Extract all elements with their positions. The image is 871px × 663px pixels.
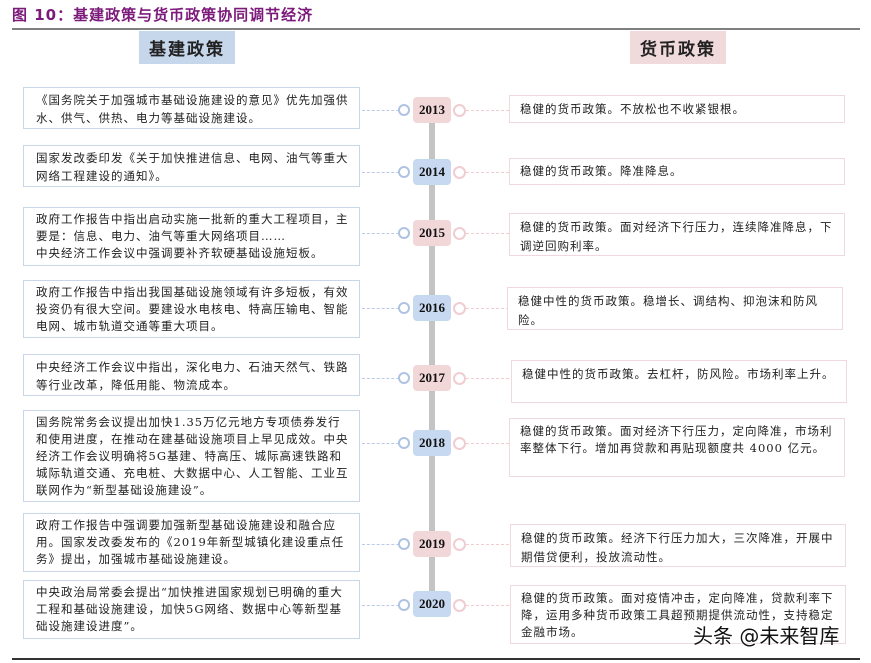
connector-right-2015 [466,233,509,234]
monetary-policy-heading: 货币政策 [630,31,726,64]
infrastructure-box-2016: 政府工作报告中指出我国基础设施领域有许多短板，有效投资仍有很大空间。要建设水电核… [23,280,360,338]
year-node-2016: 2016 [413,295,451,321]
ring-left-icon [398,437,410,449]
monetary-box-2014: 稳健的货币政策。降准降息。 [509,158,845,185]
ring-right-icon [453,437,466,450]
monetary-box-2017: 稳健中性的货币政策。去杠杆，防风险。市场利率上升。 [511,360,847,403]
infrastructure-box-2020: 中央政治局常委会提出“加快推进国家规划已明确的重大工程和基础设施建设，加快5G网… [23,580,360,639]
infrastructure-policy-heading: 基建政策 [139,31,235,64]
infrastructure-box-2015: 政府工作报告中指出启动实施一批新的重大工程项目，主要是：信息、电力、油气等重大网… [23,207,360,266]
connector-left-2020 [362,605,404,606]
figure-title: 图 10：基建政策与货币政策协同调节经济 [12,6,314,24]
ring-right-icon [453,227,466,240]
ring-left-icon [398,538,410,550]
ring-right-icon [453,104,466,117]
monetary-box-2018: 稳健的货币政策。面对经济下行压力，定向降准，市场利率整体下行。增加再贷款和再贴现… [509,418,845,477]
monetary-box-2020: 稳健的货币政策。面对疫情冲击，定向降准，贷款利率下降，运用多种货币政策工具超预期… [510,585,846,644]
connector-right-2018 [466,443,509,444]
connector-left-2013 [362,110,404,111]
monetary-box-2019: 稳健的货币政策。经济下行压力加大，三次降准，开展中期借贷便利，投放流动性。 [510,524,846,567]
timeline-spine [429,110,435,605]
top-divider [12,28,860,30]
connector-left-2019 [362,544,404,545]
ring-left-icon [398,302,410,314]
ring-right-icon [453,538,466,551]
ring-right-icon [453,372,466,385]
year-node-2018: 2018 [413,430,451,456]
connector-right-2014 [466,172,509,173]
year-node-2020: 2020 [413,591,451,617]
infrastructure-box-2014: 国家发改委印发《关于加快推进信息、电网、油气等重大网络工程建设的通知》。 [23,145,360,187]
connector-right-2016 [466,308,509,309]
connector-left-2016 [362,308,404,309]
ring-left-icon [398,166,410,178]
connector-right-2013 [466,110,509,111]
monetary-box-2013: 稳健的货币政策。不放松也不收紧银根。 [509,95,845,123]
infrastructure-box-2013: 《国务院关于加强城市基础设施建设的意见》优先加强供水、供气、供热、电力等基础设施… [23,87,360,129]
year-node-2019: 2019 [413,531,451,557]
connector-right-2017 [466,378,509,379]
connector-right-2020 [466,605,509,606]
ring-left-icon [398,372,410,384]
year-node-2014: 2014 [413,159,451,185]
ring-left-icon [398,599,410,611]
monetary-box-2016: 稳健中性的货币政策。稳增长、调结构、抑泡沫和防风险。 [507,287,843,330]
year-node-2017: 2017 [413,365,451,391]
infrastructure-box-2017: 中央经济工作会议中指出，深化电力、石油天然气、铁路等行业改革，降低用能、物流成本… [23,354,360,396]
connector-right-2019 [466,544,509,545]
connector-left-2014 [362,172,404,173]
watermark: 头条 @未来智库 [693,624,840,648]
connector-left-2015 [362,233,404,234]
infrastructure-box-2019: 政府工作报告中强调要加强新型基础设施建设和融合应用。国家发改委发布的《2019年… [23,513,360,572]
monetary-box-2015: 稳健的货币政策。面对经济下行压力，连续降准降息，下调逆回购利率。 [509,213,845,256]
ring-right-icon [453,166,466,179]
ring-left-icon [398,227,410,239]
connector-left-2017 [362,378,404,379]
year-node-2013: 2013 [413,97,451,123]
infrastructure-box-2018: 国务院常务会议提出加快1.35万亿元地方专项债券发行和使用进度，在推动在建基础设… [23,410,360,502]
connector-left-2018 [362,443,404,444]
ring-right-icon [453,599,466,612]
ring-left-icon [398,104,410,116]
bottom-divider [12,658,860,660]
year-node-2015: 2015 [413,220,451,246]
ring-right-icon [453,302,466,315]
